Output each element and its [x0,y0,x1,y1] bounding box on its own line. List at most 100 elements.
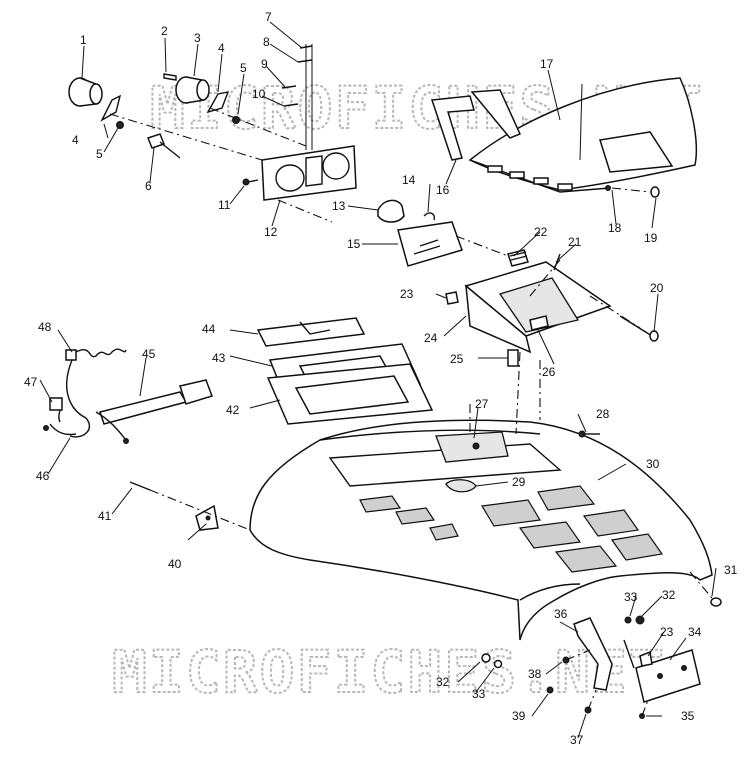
callout-46: 46 [36,469,50,483]
callout-31: 31 [724,563,738,577]
callout-26: 26 [542,365,556,379]
connector-45 [179,379,213,405]
callout-23-lower: 23 [660,625,674,639]
windshield-trim-16 [430,95,475,161]
callout-32: 32 [662,588,676,602]
callout-16: 16 [436,183,450,197]
nut-5 [116,121,124,129]
callout-47: 47 [24,375,38,389]
callout-40: 40 [168,557,182,571]
reflector-15 [397,221,463,267]
callout-45: 45 [142,347,156,361]
spring-14 [423,212,436,221]
callout-20: 20 [650,281,664,295]
screw-23-lower [623,639,635,669]
hood-30 [249,419,713,641]
screw-41 [129,481,151,491]
callout-29: 29 [512,475,526,489]
socket-6 [147,133,165,149]
vent-8 [554,545,618,573]
lens-opening [498,277,580,333]
callout-11: 11 [218,198,231,212]
watermark-bottom: MICROFICHES.NET [112,638,666,706]
callout-36: 36 [554,607,568,621]
vent-6 [518,521,582,549]
callout-28: 28 [596,407,610,421]
headlight-group [377,199,659,367]
callout-22: 22 [534,225,548,239]
callout-18: 18 [608,221,622,235]
callout-19: 19 [644,231,658,245]
callout-3: 3 [194,31,201,45]
callout-32-lower: 32 [436,675,450,689]
hood-group [129,259,722,641]
wiring-harness-group [43,348,213,444]
callout-33-lower: 33 [472,687,486,701]
vent-4 [481,499,541,527]
vent-7 [582,509,640,537]
callout-8: 8 [263,35,270,49]
callout-42: 42 [226,403,240,417]
bulb-13 [377,199,405,223]
connector-48 [65,349,77,361]
vent-2 [395,507,436,525]
nut-5b [232,116,240,124]
vent-9 [610,533,664,561]
bezel-12 [261,145,357,201]
callout-39: 39 [512,709,526,723]
callout-35: 35 [681,709,695,723]
fastener-19 [650,186,660,198]
callout-5: 5 [240,61,247,75]
grommet-23 [445,291,459,305]
callout-12: 12 [264,225,278,239]
windshield-group [430,77,698,198]
callout-9: 9 [261,57,268,71]
callout-10: 10 [252,87,266,101]
bracket-4b [206,91,230,114]
callout-27: 27 [475,397,489,411]
grommet-31 [710,597,722,607]
bolt-25 [507,349,519,367]
pads-group [256,317,434,425]
callout-labels: 1 2 3 4 5 6 7 8 9 10 11 12 13 14 15 16 1… [24,10,738,747]
pad-44 [256,317,366,347]
rivet-18 [605,185,611,191]
connector-47 [49,397,63,411]
callout-13: 13 [332,199,346,213]
callout-41: 41 [98,509,112,523]
gauge-cluster-group [68,44,357,223]
nut-32 [635,615,645,625]
callout-48: 48 [38,320,52,334]
callout-38: 38 [528,667,542,681]
callout-17: 17 [540,57,554,71]
callout-30: 30 [646,457,660,471]
callout-7: 7 [265,10,272,24]
windshield-trim-16b [470,89,522,139]
callout-23: 23 [400,287,414,301]
callout-21: 21 [568,235,582,249]
callout-37: 37 [570,733,584,747]
callout-24: 24 [424,331,438,345]
clip-2 [163,73,177,81]
callout-43: 43 [212,351,226,365]
vent-3 [429,523,459,541]
callout-6: 6 [145,179,152,193]
washer-33 [624,616,632,624]
vent-1 [359,495,402,513]
callout-44: 44 [202,322,216,336]
callout-2: 2 [161,24,168,38]
vent-panel-27 [435,431,509,463]
windshield-cutout [599,131,674,173]
housing-side-24 [465,284,532,354]
clip-26 [529,315,549,331]
leader-lines [39,21,717,739]
callout-15: 15 [347,237,361,251]
callout-5-lower: 5 [96,147,103,161]
callout-33: 33 [624,590,638,604]
callout-4: 4 [218,41,225,55]
harness-45 [99,391,188,425]
screw-28 [578,430,586,438]
callout-25: 25 [450,352,464,366]
